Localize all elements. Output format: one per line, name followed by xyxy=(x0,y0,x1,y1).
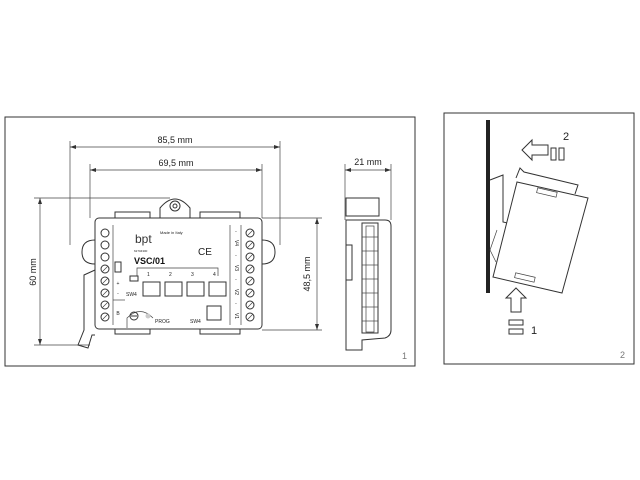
panel-2-frame xyxy=(443,112,635,365)
sw4-switch[interactable] xyxy=(206,305,222,321)
panel-1-frame xyxy=(4,116,416,367)
panel-1-number: 1 xyxy=(402,351,407,361)
arrow-step-1-icon xyxy=(504,287,528,313)
svg-text:V3: V3 xyxy=(233,265,239,271)
svg-text:V2: V2 xyxy=(233,289,239,295)
device-side-view: 21 mm xyxy=(344,157,392,351)
panel-2-number: 2 xyxy=(620,350,625,360)
din-mounting-illustration: 2 1 xyxy=(486,120,589,337)
device-front-view: + - B bpt Made in Italy 62704300 CE VSC/… xyxy=(77,198,276,349)
svg-text:SW4: SW4 xyxy=(126,292,137,298)
svg-text:SW4: SW4 xyxy=(190,319,201,325)
dimension-outer-height: 60 mm xyxy=(28,197,170,346)
dip-switches: 1 2 3 4 xyxy=(142,272,227,297)
dimension-outer-width: 85,5 mm xyxy=(69,135,281,245)
svg-text:62704300: 62704300 xyxy=(134,249,148,253)
dip-switch-2[interactable] xyxy=(164,281,183,297)
svg-text:Made in Italy: Made in Italy xyxy=(160,230,183,235)
dip-switch-3[interactable] xyxy=(186,281,205,297)
right-terminals xyxy=(245,228,255,322)
svg-text:85,5 mm: 85,5 mm xyxy=(157,135,192,145)
din-rail-wall xyxy=(486,120,490,293)
left-terminals xyxy=(100,228,110,322)
svg-text:60 mm: 60 mm xyxy=(28,258,38,286)
model-label: VSC/01 xyxy=(134,256,165,266)
prog-button[interactable] xyxy=(129,311,139,321)
device-tilted xyxy=(492,181,589,294)
svg-text:+: + xyxy=(117,281,120,287)
brand-logo: bpt xyxy=(135,232,152,246)
svg-text:4: 4 xyxy=(213,272,216,278)
led-indicator xyxy=(145,313,151,319)
svg-text:48,5 mm: 48,5 mm xyxy=(302,256,312,291)
svg-text:-: - xyxy=(235,253,237,259)
svg-text:PROG: PROG xyxy=(155,319,170,325)
svg-text:-: - xyxy=(235,229,237,235)
dip-switch-1[interactable] xyxy=(142,281,161,297)
ce-mark: CE xyxy=(198,247,212,258)
dimension-depth: 21 mm xyxy=(354,157,382,167)
dimension-inner-height: 48,5 mm xyxy=(262,217,322,331)
svg-text:-: - xyxy=(117,291,119,297)
svg-text:-: - xyxy=(235,301,237,307)
step-2-label: 2 xyxy=(563,131,569,143)
svg-text:B: B xyxy=(116,311,120,317)
svg-text:-: - xyxy=(235,277,237,283)
svg-text:V4: V4 xyxy=(233,240,239,246)
svg-text:2: 2 xyxy=(169,272,172,278)
svg-text:1: 1 xyxy=(147,272,150,278)
arrow-step-2-icon xyxy=(521,138,549,162)
dimension-inner-width: 69,5 mm xyxy=(89,158,263,218)
step-1-label: 1 xyxy=(531,325,537,337)
svg-text:69,5 mm: 69,5 mm xyxy=(158,158,193,168)
dip-switch-4[interactable] xyxy=(208,281,227,297)
din-clip xyxy=(77,269,96,349)
svg-text:3: 3 xyxy=(191,272,194,278)
svg-text:V1: V1 xyxy=(233,313,239,319)
